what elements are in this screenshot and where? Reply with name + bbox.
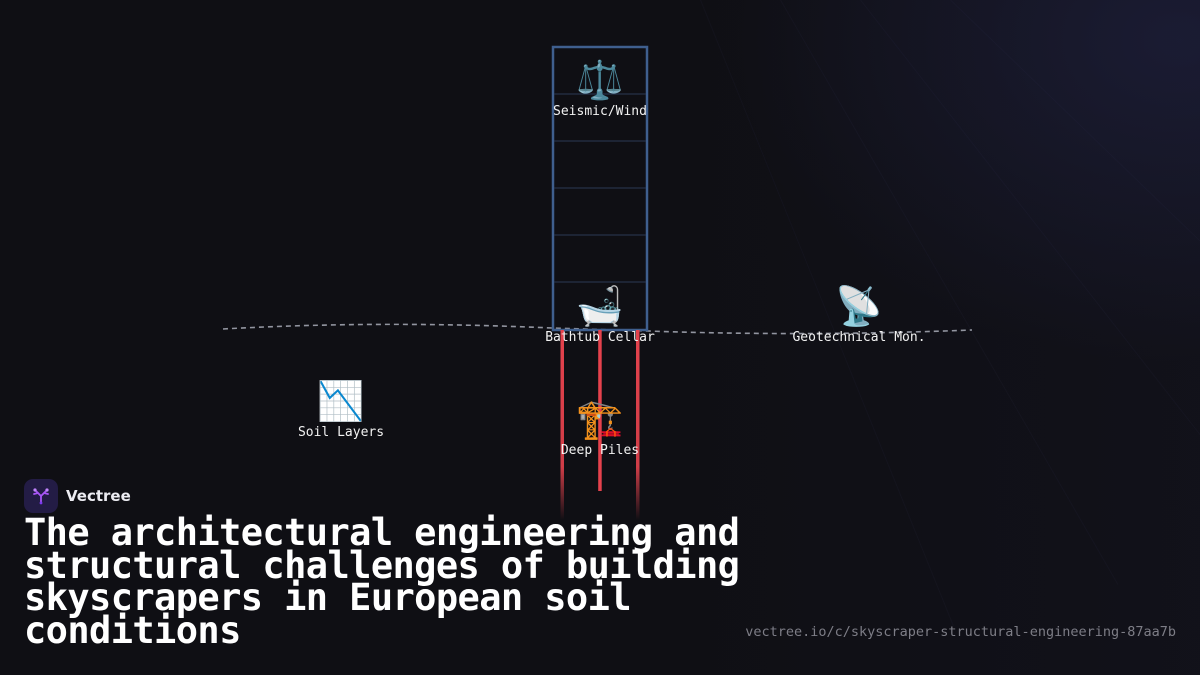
page-title: The architectural engineering and struct…: [24, 511, 740, 652]
node-label: Geotechnical Mon.: [792, 330, 926, 345]
node-bathtub-cellar: 🛁 Bathtub Cellar: [500, 283, 700, 347]
construction-crane-icon: 🏗️: [576, 397, 624, 441]
vectree-tree-icon: [24, 479, 58, 513]
node-deep-piles: 🏗️ Deep Piles: [500, 396, 700, 460]
node-soil-layers: 📉 Soil Layers: [241, 378, 441, 442]
brand-name: Vectree: [66, 487, 131, 505]
pile-left: [560, 330, 564, 520]
satellite-dish-icon: 📡: [835, 284, 883, 328]
node-label: Seismic/Wind: [553, 104, 647, 119]
node-label: Deep Piles: [560, 443, 640, 458]
pile-center: [598, 330, 602, 491]
node-label: Bathtub Cellar: [545, 330, 655, 345]
source-url[interactable]: vectree.io/c/skyscraper-structural-engin…: [745, 624, 1176, 640]
pile-right: [636, 330, 640, 520]
chart-decreasing-icon: 📉: [317, 379, 365, 423]
node-geotechnical-monitoring: 📡 Geotechnical Mon.: [759, 283, 959, 347]
balance-scale-icon: ⚖️: [576, 58, 624, 102]
node-seismic-wind: ⚖️ Seismic/Wind: [500, 57, 700, 121]
brand[interactable]: Vectree: [24, 479, 131, 513]
node-label: Soil Layers: [297, 425, 385, 440]
bathtub-icon: 🛁: [576, 284, 624, 328]
